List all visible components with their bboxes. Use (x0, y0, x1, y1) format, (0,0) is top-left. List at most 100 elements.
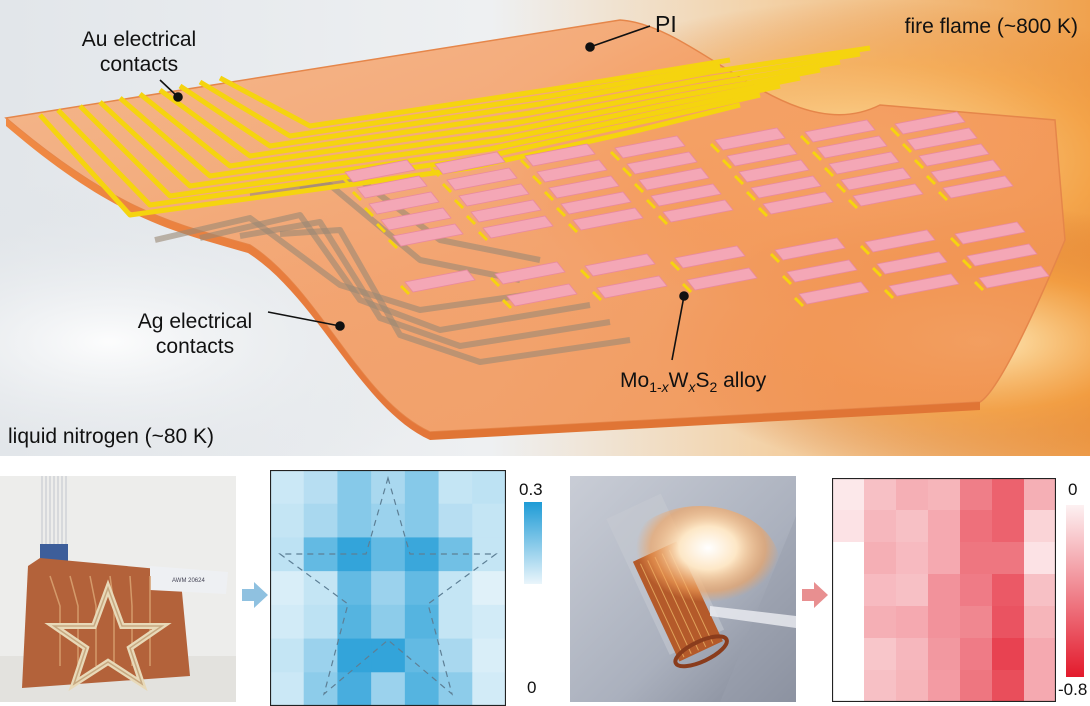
sensor-pixel (524, 143, 596, 167)
sensor-lead (645, 198, 657, 210)
heatmap-blue-cell (371, 672, 406, 706)
sensor-lead (721, 158, 733, 170)
heatmap-red-cell (960, 574, 993, 607)
heatmap-red-cell (960, 542, 993, 575)
colorbar-red-max: 0 (1068, 480, 1078, 499)
sensor-pixel (918, 143, 990, 167)
alloy-label: Mo1-xWxS2 alloy (620, 368, 840, 395)
heatmap-blue-cell (270, 503, 305, 538)
heatmap-red-cell (864, 542, 897, 575)
sensor-pixel (614, 135, 686, 159)
heatmap-red-cell (832, 606, 865, 639)
svg-text:AWM 20624: AWM 20624 (172, 578, 205, 584)
sensor-lead (543, 190, 555, 202)
fire-flame-label: fire flame (~800 K) (904, 15, 1078, 38)
heatmap-blue-cell (404, 503, 440, 538)
sensor-pixel (506, 283, 578, 307)
heatmap-blue-cell (303, 638, 338, 673)
sensor-pixel (548, 175, 620, 199)
heatmap-blue-cell (472, 470, 506, 505)
sensor-lead (351, 190, 363, 202)
alloy-s: S (695, 369, 710, 392)
sensor-lead (477, 230, 489, 242)
heatmap-blue-cell (303, 672, 338, 706)
heatmap-blue-cell (337, 571, 372, 606)
heatmap-red-cell (832, 542, 865, 575)
heatmap-red-cell (896, 478, 929, 511)
sensor-lead (859, 244, 871, 256)
sensor-pixel (356, 175, 428, 199)
heatmap-blue-cell (404, 672, 440, 706)
sensor-pixel (906, 127, 978, 151)
sensor-pixel (804, 119, 876, 143)
heatmap-red-cell (832, 574, 865, 607)
sensor-pixel (494, 261, 566, 285)
sensor-lead (925, 174, 937, 186)
heatmap-blue-cell (404, 638, 440, 673)
heatmap-red-cell (864, 606, 897, 639)
sensor-pixel (572, 207, 644, 231)
arrow-blue (242, 582, 268, 608)
sensor-pixel (596, 275, 668, 299)
heatmap-red-cell (832, 478, 865, 511)
sensor-lead (609, 150, 621, 162)
device-illustration: PI fire flame (~800 K) Au electrical con… (0, 0, 1090, 456)
heatmap-blue (270, 470, 506, 706)
alloy-w: W (668, 369, 689, 392)
heatmap-red-cell (832, 510, 865, 543)
sensor-lead (363, 206, 375, 218)
heatmap-blue-cell (270, 638, 305, 673)
alloy-sub-2: 2 (709, 379, 718, 395)
sensor-lead (519, 158, 531, 170)
star-outline (278, 475, 498, 696)
heatmap-blue-cell (371, 638, 406, 673)
sensor-pixel (392, 223, 464, 247)
sensor-lead (871, 266, 883, 278)
sensor-lead (633, 182, 645, 194)
device-illustration-svg (0, 0, 1090, 456)
sensor-lead (453, 198, 465, 210)
sensor-lead (579, 268, 591, 280)
sensor-lead (883, 288, 895, 300)
sensor-pixel (482, 215, 554, 239)
heatmap-red-cell (928, 670, 961, 702)
sensor-lead (913, 158, 925, 170)
sensor-pixel (638, 167, 710, 191)
sensor-pixel (714, 127, 786, 151)
sensor-lead (501, 298, 513, 310)
alloy-word: alloy (717, 369, 767, 392)
photo-flame-svg (570, 476, 796, 702)
heatmap-red-cell (864, 670, 897, 702)
sensor-pixel (584, 253, 656, 277)
alloy-mo: Mo (620, 369, 650, 392)
sensor-lead (567, 222, 579, 234)
sensor-lead (835, 182, 847, 194)
sensor-lead (441, 182, 453, 194)
sensor-lead (399, 284, 411, 296)
heatmap-blue-cell (303, 470, 338, 505)
sensor-pixel (434, 151, 506, 175)
colorbar-blue (524, 502, 542, 584)
heatmap-red-cell (832, 638, 865, 671)
heatmap-blue-cell (438, 571, 473, 606)
sensor-lead (465, 214, 477, 226)
heatmap-red-cell (928, 478, 961, 511)
sensor-lead (799, 134, 811, 146)
colorbar-red (1066, 505, 1084, 677)
heatmap-blue-cell (472, 571, 506, 606)
heatmap-blue-cell (337, 604, 372, 640)
sensor-pixel (686, 267, 758, 291)
sensor-lead (429, 166, 441, 178)
heatmap-red-cell (992, 574, 1025, 607)
heatmap-blue-cell (371, 604, 406, 640)
heatmap-red-cell (928, 574, 961, 607)
sensor-pixel (626, 151, 698, 175)
heatmap-red-cell (960, 670, 993, 702)
sensor-lead (823, 166, 835, 178)
heatmap-red-cell (928, 606, 961, 639)
sensor-lead (901, 142, 913, 154)
sensor-lead (889, 126, 901, 138)
sensor-lead (937, 190, 949, 202)
heatmap-red-cell (960, 478, 993, 511)
sensor-pixel (876, 251, 948, 275)
